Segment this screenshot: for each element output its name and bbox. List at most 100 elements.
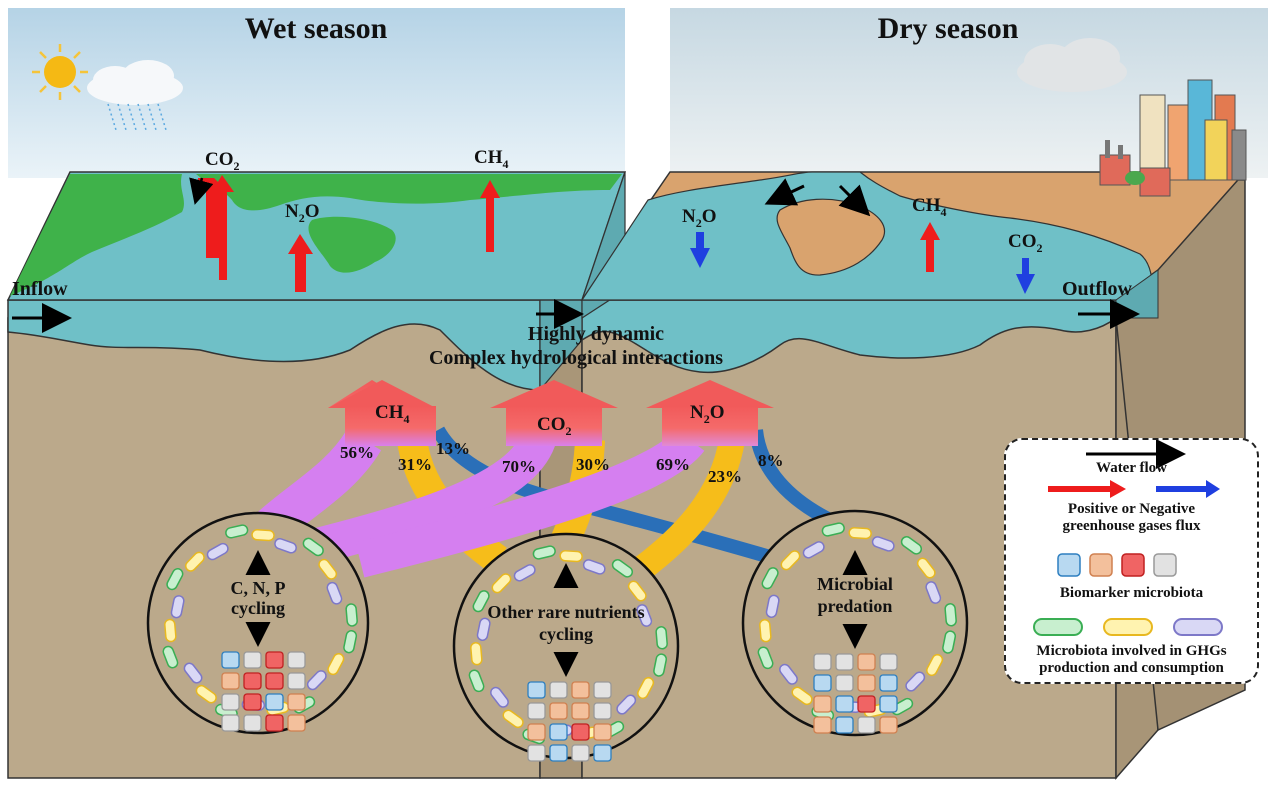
cloud-icon xyxy=(1017,38,1127,92)
n2o-big-arrow xyxy=(646,380,774,446)
dry-ch4-label: CH4 xyxy=(912,195,947,219)
microbe xyxy=(802,541,825,559)
biomarker-tile xyxy=(549,744,568,762)
wet-co2-down-arrow xyxy=(189,177,214,205)
legend-negative-arrow xyxy=(1156,480,1220,498)
microbe xyxy=(926,653,944,677)
microbe xyxy=(942,630,957,654)
biomarker-tile xyxy=(857,653,876,671)
biomarker-tile xyxy=(813,674,832,692)
wet-water-channel xyxy=(7,299,541,391)
microbe xyxy=(170,595,185,619)
microbe xyxy=(616,694,637,715)
pct-ch4-predation: 13% xyxy=(436,439,470,458)
pct-n2o-predation: 8% xyxy=(758,451,784,470)
dry-n2o-flux-arrow xyxy=(696,232,704,252)
biomarker-tile xyxy=(221,651,240,669)
city-icon xyxy=(1099,79,1247,197)
biomarker-tile xyxy=(221,693,240,711)
biomarker-tile xyxy=(879,653,898,671)
microbe xyxy=(251,529,275,542)
microbiota-circles xyxy=(146,509,969,762)
biomarker-tile xyxy=(243,693,262,711)
biomarker-tile xyxy=(549,702,568,720)
microbe xyxy=(195,684,217,704)
dry-ch4-flux-arrow xyxy=(920,222,940,272)
microbe xyxy=(345,603,358,627)
wet-land-left xyxy=(10,174,184,296)
microbe xyxy=(468,669,485,693)
wet-ch4-label: CH4 xyxy=(474,147,509,171)
microbe xyxy=(636,604,653,627)
outflow-label: Outflow xyxy=(1062,278,1133,300)
wet-land-back xyxy=(196,174,622,211)
biomarker-tile xyxy=(835,653,854,671)
microbe xyxy=(611,559,634,578)
wet-season-title: Wet season xyxy=(245,12,388,45)
legend-water-flow: Water flow xyxy=(1096,460,1167,476)
biomarker-tile xyxy=(813,716,832,734)
hydrology-label: Complex hydrological interactions xyxy=(429,347,723,369)
biomarker-tile xyxy=(593,702,612,720)
ch4-arrow-label: CH4 xyxy=(375,402,410,426)
microbe xyxy=(490,686,509,708)
microbe xyxy=(761,567,779,590)
legend-biomarker: Biomarker microbiota xyxy=(1059,585,1204,601)
dry-n2o-head xyxy=(690,248,710,268)
legend-ghg-1: Microbiota involved in GHGs xyxy=(1036,643,1227,659)
microbe xyxy=(183,662,203,684)
wet-island xyxy=(308,216,396,273)
microbe xyxy=(944,603,957,627)
biomarker-tile xyxy=(571,681,590,699)
dynamic-label: Highly dynamic xyxy=(528,323,664,345)
dry-water-channel xyxy=(581,299,1117,374)
wet-n2o-flux-arrow xyxy=(288,234,313,292)
biomarker-tile xyxy=(835,674,854,692)
n2o-cnp-band xyxy=(355,428,705,578)
microbe xyxy=(476,617,491,641)
legend: Water flow Positive or Negative greenhou… xyxy=(1004,438,1259,684)
co2-big-arrow xyxy=(490,380,618,446)
microbe xyxy=(532,545,556,560)
rain-cloud-icon xyxy=(87,60,183,131)
biomarker-tile xyxy=(857,674,876,692)
biomarker-tile xyxy=(835,695,854,713)
microbe xyxy=(791,686,813,706)
cnp-label-2: cycling xyxy=(231,598,285,618)
microbe xyxy=(757,646,774,670)
wet-co2-label: CO2 xyxy=(205,149,240,173)
microbe xyxy=(925,581,942,604)
microbe xyxy=(627,580,647,602)
microbe xyxy=(655,626,668,650)
pred-label-1: Microbial xyxy=(817,574,893,594)
biomarker-tile xyxy=(265,714,284,732)
biomarker-tile xyxy=(549,681,568,699)
pct-co2-rare: 30% xyxy=(576,455,610,474)
legend-biomarker-orange xyxy=(1089,553,1113,577)
microbe xyxy=(765,594,780,618)
pct-n2o-cnp: 69% xyxy=(656,455,690,474)
microbe xyxy=(779,663,798,685)
biomarker-tile xyxy=(243,651,262,669)
dry-co2-head xyxy=(1016,274,1035,294)
legend-graphics xyxy=(1033,440,1223,636)
microbe xyxy=(821,522,845,537)
biomarker-tile xyxy=(879,674,898,692)
rare-label-1: Other rare nutrients xyxy=(487,602,644,622)
biomarker-tile xyxy=(593,681,612,699)
biomarker-tile xyxy=(243,672,262,690)
n2o-rare-band xyxy=(632,437,745,581)
pct-ch4-cnp: 56% xyxy=(340,443,374,462)
pred-label-2: predation xyxy=(818,596,893,616)
co2-cnp-band xyxy=(305,432,555,566)
microbe xyxy=(306,670,327,691)
microbe xyxy=(637,676,655,700)
biomarker-tile xyxy=(571,702,590,720)
rare-label-2: cycling xyxy=(539,624,593,644)
biomarker-tile xyxy=(221,672,240,690)
biomarker-tile xyxy=(265,693,284,711)
biomarker-tile xyxy=(221,714,240,732)
legend-biomarker-blue xyxy=(1057,553,1081,577)
dry-season-title: Dry season xyxy=(878,12,1019,45)
microbe xyxy=(206,542,229,561)
